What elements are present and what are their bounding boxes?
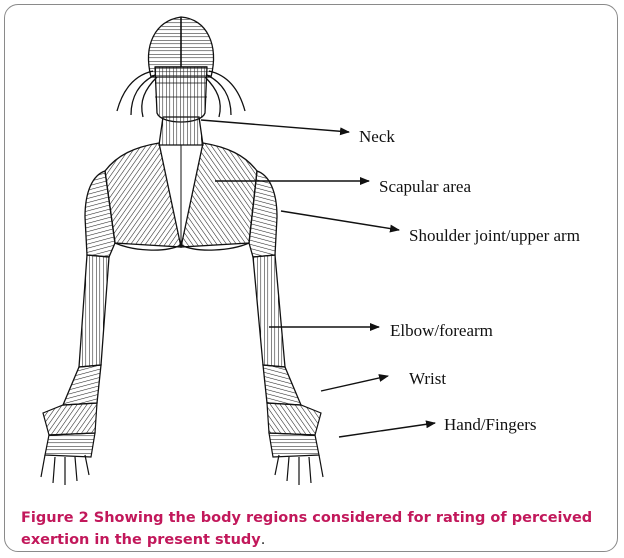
arrow-shoulder	[281, 211, 399, 230]
arrow-wrist	[321, 376, 388, 391]
forearm-region	[63, 255, 301, 405]
caption-figure-number: Figure 2	[21, 510, 89, 526]
arrow-hand	[339, 423, 435, 437]
caption-period: .	[261, 532, 266, 548]
caption-text: Showing the body regions considered for …	[21, 510, 592, 548]
head-region	[117, 17, 245, 122]
figure-frame: Neck Scapular area Shoulder joint/upper …	[4, 4, 618, 552]
label-elbow-forearm: Elbow/forearm	[390, 322, 493, 339]
body-diagram	[5, 5, 618, 552]
label-scapular-area: Scapular area	[379, 178, 471, 195]
figure-caption: Figure 2 Showing the body regions consid…	[21, 507, 611, 551]
label-wrist: Wrist	[409, 370, 446, 387]
label-hand-fingers: Hand/Fingers	[444, 416, 537, 433]
hand-region	[41, 403, 323, 485]
arrow-neck	[201, 120, 349, 132]
torso-region	[105, 143, 257, 250]
label-neck: Neck	[359, 128, 395, 145]
neck-region	[159, 117, 203, 145]
label-shoulder-joint: Shoulder joint/upper arm	[409, 227, 580, 244]
